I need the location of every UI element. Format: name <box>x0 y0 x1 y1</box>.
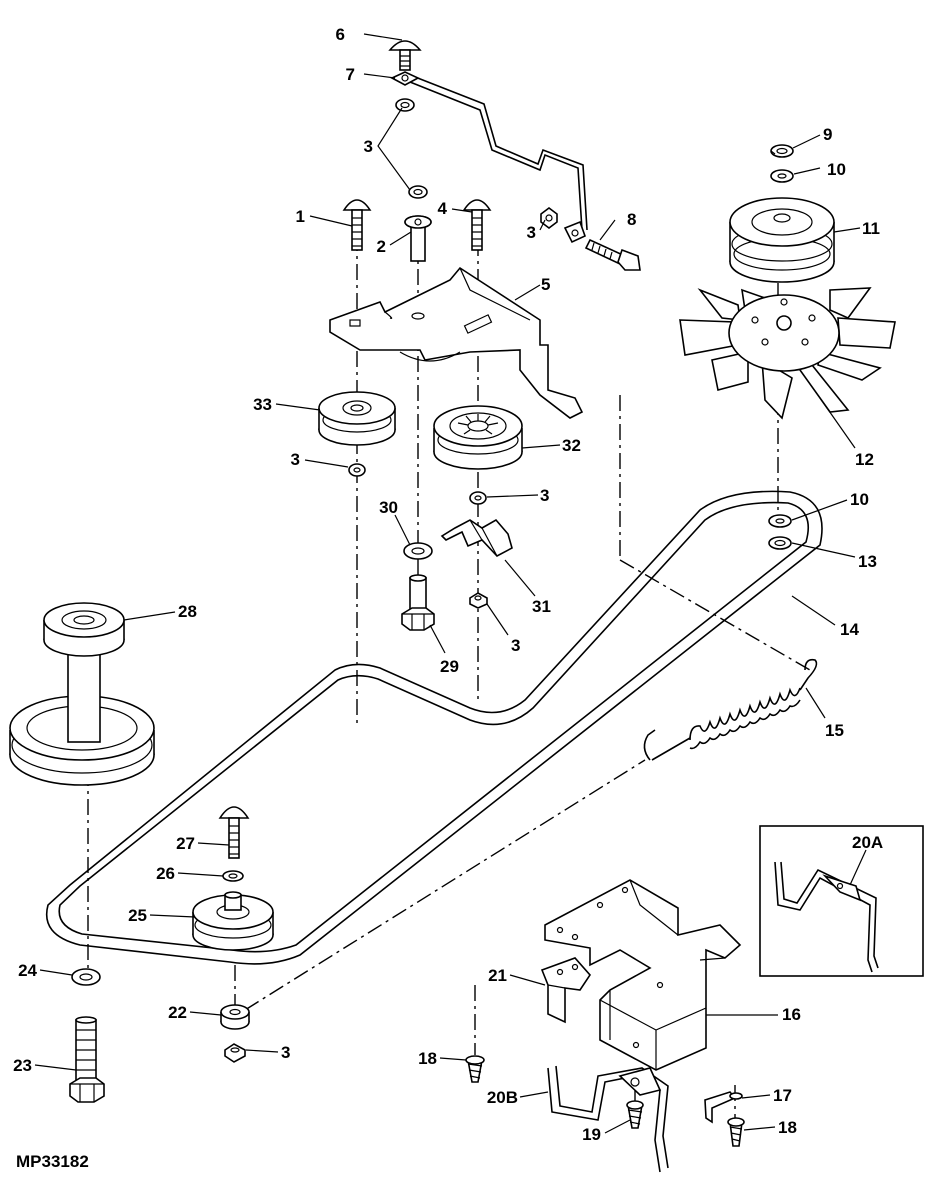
washer-24 <box>71 968 101 986</box>
carriage-bolt-1 <box>342 199 372 251</box>
callout-23: 23 <box>13 1056 32 1075</box>
callout-28: 28 <box>178 602 197 621</box>
spindle-pulley-28 <box>9 602 155 786</box>
callout-9: 9 <box>823 125 832 144</box>
callout-19: 19 <box>582 1125 601 1144</box>
callout-21: 21 <box>488 966 507 985</box>
belt-guide-31 <box>440 518 513 557</box>
leader-lines <box>34 33 867 1134</box>
callout-8: 8 <box>627 210 636 229</box>
bracket-underside <box>399 351 461 362</box>
screw-18-left <box>465 1055 485 1083</box>
idler-pulley-32 <box>433 405 523 470</box>
callout-6: 6 <box>336 25 345 44</box>
figure-id: MP33182 <box>16 1152 89 1171</box>
callout-17: 17 <box>773 1086 792 1105</box>
linkage-rod <box>404 74 588 231</box>
bracket-16 <box>544 879 742 1071</box>
cooling-fan-12 <box>679 287 896 420</box>
callout-13: 13 <box>858 552 877 571</box>
callout-18: 18 <box>418 1049 437 1068</box>
callout-27: 27 <box>176 834 195 853</box>
carriage-bolt-4 <box>462 199 492 251</box>
nut-3-upper-mid <box>408 185 428 199</box>
callout-18: 18 <box>778 1118 797 1137</box>
callout-7: 7 <box>346 65 355 84</box>
callout-32: 32 <box>562 436 581 455</box>
retaining-ring-13 <box>768 536 792 550</box>
idler-bracket-5 <box>329 266 584 419</box>
carriage-bolt-6 <box>388 40 422 71</box>
callout-33: 33 <box>253 395 272 414</box>
callout-2: 2 <box>377 237 386 256</box>
callout-labels: 6 7 3 1 2 4 3 8 5 9 10 11 12 33 32 3 3 3… <box>13 25 883 1171</box>
bushing-2 <box>404 215 432 262</box>
bracket-21 <box>540 957 592 1024</box>
washer-10-top <box>770 169 794 183</box>
callout-24: 24 <box>18 961 37 980</box>
callout-3: 3 <box>364 137 373 156</box>
washer-26 <box>222 870 244 882</box>
callout-3: 3 <box>527 223 536 242</box>
idler-pulley-33 <box>318 391 396 446</box>
callout-29: 29 <box>440 657 459 676</box>
extension-spring-15 <box>643 658 818 761</box>
callout-20b: 20B <box>487 1088 518 1107</box>
callout-25: 25 <box>128 906 147 925</box>
rod-20b <box>547 1065 669 1173</box>
callout-22: 22 <box>168 1003 187 1022</box>
callout-11: 11 <box>862 219 880 238</box>
washer-10-lower <box>768 514 792 528</box>
callout-3: 3 <box>511 636 520 655</box>
nut-3-right <box>540 207 558 229</box>
inset-label-20a: 20A <box>852 833 883 852</box>
callout-12: 12 <box>855 450 874 469</box>
detail-inset-20a <box>759 825 924 977</box>
rod-clip <box>563 220 586 244</box>
callout-3: 3 <box>291 450 300 469</box>
callout-26: 26 <box>156 864 175 883</box>
bolt-29 <box>401 574 435 631</box>
retaining-ring-9 <box>770 144 794 158</box>
clip-17 <box>704 1091 743 1124</box>
fan-pulley-11 <box>729 197 835 283</box>
callout-31: 31 <box>532 597 551 616</box>
nut-3-under-33 <box>348 463 366 477</box>
callout-30: 30 <box>379 498 398 517</box>
callout-3: 3 <box>540 486 549 505</box>
callout-15: 15 <box>825 721 844 740</box>
bolt-23 <box>69 1016 105 1103</box>
callout-5: 5 <box>541 275 550 294</box>
nut-3-top <box>395 98 415 112</box>
callout-10: 10 <box>850 490 869 509</box>
washer-7 <box>390 71 420 86</box>
drive-belt <box>46 490 823 965</box>
callout-10: 10 <box>827 160 846 179</box>
bolt-8 <box>584 238 641 271</box>
callout-14: 14 <box>840 620 859 639</box>
washer-30 <box>403 542 433 560</box>
idler-pulley-25 <box>192 891 274 951</box>
carriage-bolt-27 <box>218 806 250 859</box>
screw-19 <box>626 1100 644 1129</box>
nut-3-bottom <box>224 1043 246 1063</box>
spacer-22 <box>220 1004 250 1030</box>
callout-4: 4 <box>438 199 448 218</box>
callout-16: 16 <box>782 1005 801 1024</box>
callout-1: 1 <box>296 207 305 226</box>
nut-3-under-32 <box>469 491 487 505</box>
nut-3-under-31 <box>469 592 488 609</box>
screw-18-right <box>727 1117 745 1147</box>
callout-3: 3 <box>281 1043 290 1062</box>
